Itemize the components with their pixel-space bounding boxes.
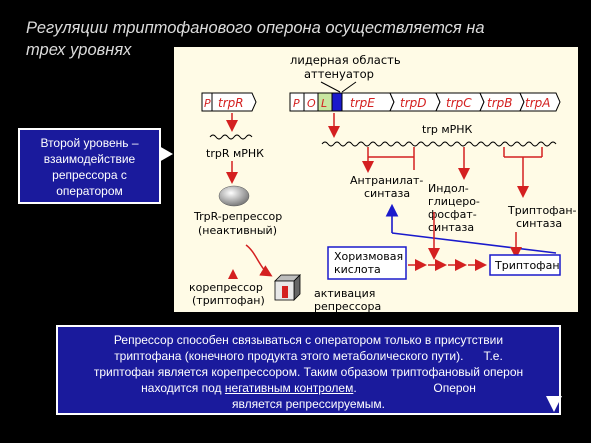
chorismate-line2: кислота (334, 263, 381, 276)
enzyme2-line3: фосфат- (428, 208, 477, 221)
note-line2: триптофана (конечного продукта этого мет… (58, 348, 559, 364)
corepressor-triangle (228, 269, 238, 279)
operator-label: O (307, 97, 316, 110)
second-level-callout: Второй уровень – взаимодействие репрессо… (18, 128, 161, 204)
chorismate-box (327, 246, 407, 280)
callout-tail (159, 146, 173, 162)
slide-title: Регуляции триптофанового оперона осущест… (26, 17, 566, 61)
enzyme1-line2: синтаза (364, 187, 410, 200)
enzyme2-line1: Индол- (428, 182, 469, 195)
activation-label-line2: репрессора (314, 300, 381, 312)
trpR-mrna-label: trpR мРНК (206, 147, 264, 160)
trpR-gene: P trpR (201, 92, 257, 112)
product-label: Триптофан (494, 259, 560, 272)
repressor-label-line2: (неактивный) (198, 224, 277, 237)
product-box (489, 254, 561, 276)
trp-mrna-wave (321, 141, 557, 147)
callout-line3: репрессора с (52, 168, 127, 182)
note-line1: Репрессор способен связываться с операто… (113, 333, 504, 347)
activation-label-line1: активация (314, 287, 375, 300)
repressor-label-line1: TrpR-репрессор (193, 210, 282, 223)
enzyme3-line1: Триптофан- (507, 204, 577, 217)
gene-trpA: trpA (525, 96, 550, 110)
gene-trpD: trpD (400, 96, 427, 110)
repressor-to-activation-arrow (245, 244, 273, 277)
chorismate-line1: Хоризмовая (334, 250, 403, 263)
explanation-note: Репрессор способен связываться с операто… (56, 325, 561, 415)
note-line3: триптофан является корепрессором. Таким … (93, 365, 524, 379)
enzyme3-line2: синтаза (516, 217, 562, 230)
attenuator-pointer-line (341, 81, 357, 93)
leader-label-line2: аттенуатор (304, 67, 374, 81)
attenuator-block (331, 92, 343, 112)
trpR-repressor-shape (218, 185, 250, 207)
trp-operon: P O L trpE trpD trpC trpB trpA (289, 92, 561, 112)
leader-label-line1: лидерная область (290, 53, 401, 67)
leader-l-label: L (321, 97, 327, 110)
leader-pointer-line (320, 81, 341, 93)
trpR-mrna-wave (209, 134, 253, 140)
callout-line1: Второй уровень – (40, 136, 139, 150)
note-line4: находится под негативным контролем. Опер… (58, 380, 559, 396)
callout-line4: оператором (56, 184, 123, 198)
gene-trpC: trpC (446, 96, 472, 110)
slide-title-line2: трех уровнях (26, 41, 132, 59)
feedback-line (391, 232, 557, 254)
note-line2a: триптофана (конечного продукта этого мет… (114, 349, 464, 363)
note-tail (546, 396, 562, 412)
note-line4b: . (353, 381, 357, 395)
slide-title-line1: Регуляции триптофанового оперона осущест… (26, 19, 485, 37)
note-line2b: Т.е. (483, 349, 503, 363)
callout-line2: взаимодействие (43, 152, 136, 166)
trpR-gene-label: trpR (218, 96, 244, 110)
negative-control-link: негативным контролем (224, 381, 354, 395)
enzyme2-line4: синтаза (428, 221, 474, 234)
note-line5: является репрессируемым. (232, 397, 385, 411)
operon-promoter-label: P (293, 97, 300, 110)
gene-trpB: trpB (487, 96, 513, 110)
diagram-panel: лидерная область аттенуатор P trpR P O L… (174, 47, 578, 313)
note-line4c: Оперон (433, 381, 476, 395)
gene-trpE: trpE (350, 96, 375, 110)
trp-mrna-label: trp мРНК (422, 123, 473, 136)
corepressor-label-line1: корепрессор (189, 281, 263, 294)
enzyme2-line2: глицеро- (428, 195, 480, 208)
active-repressor-cube (274, 274, 301, 301)
corepressor-label-line2: (триптофан) (192, 294, 265, 307)
note-line4a: находится под (141, 381, 222, 395)
trpR-promoter-label: P (204, 97, 211, 110)
operon-diagram: лидерная область аттенуатор P trpR P O L… (189, 53, 577, 313)
enzyme1-line1: Антранилат- (350, 174, 423, 187)
